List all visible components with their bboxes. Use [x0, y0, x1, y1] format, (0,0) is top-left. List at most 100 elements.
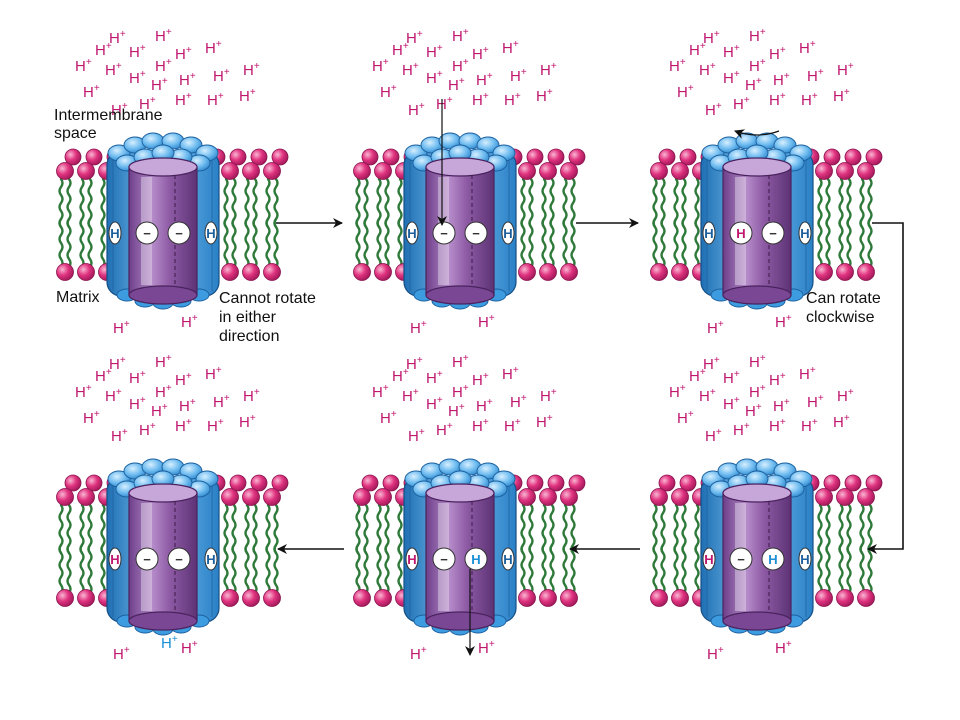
lipid-head	[547, 148, 565, 166]
lipid-tail	[825, 217, 831, 269]
protonated-site: H	[768, 552, 777, 567]
proton-label: H+	[478, 313, 495, 331]
intermembrane-protons: H+H+H+H+H+H+H+H+H+H+H+H+H+H+H+H+H+H+H+H+	[75, 27, 260, 119]
lipid-head	[526, 474, 544, 492]
proton-label: H+	[426, 369, 443, 387]
lipid-head	[526, 148, 544, 166]
binding-site	[761, 547, 785, 571]
proton-label: H+	[689, 41, 706, 59]
proton-label: H+	[380, 83, 397, 101]
lipid-tail	[867, 217, 873, 269]
charged-site: −	[175, 552, 183, 567]
binding-site	[729, 221, 753, 245]
lipid-tail	[87, 543, 93, 595]
rotor-top	[425, 483, 495, 503]
lipid-head	[650, 488, 668, 506]
panel-1: H+H+H+H+H+H+H+H+H+H+H+H+H+H+H+H+H+H+H+H+…	[56, 27, 289, 337]
binding-sites: H−−H	[108, 547, 218, 571]
binding-site	[464, 221, 488, 245]
proton-label: H+	[372, 57, 389, 75]
proton-label: H+	[749, 57, 766, 75]
protonated-site: H	[704, 226, 713, 241]
binding-site	[405, 547, 419, 571]
lipid-tail	[66, 217, 72, 269]
proton-label: H+	[129, 395, 146, 413]
arrow-panel3-to-panel4	[867, 222, 904, 554]
binding-site	[405, 221, 419, 245]
lipid-head	[650, 162, 668, 180]
rotor-bottom	[128, 285, 198, 305]
lipid-head	[650, 589, 668, 607]
rotor-bottom	[722, 611, 792, 631]
proton-label: H+	[111, 427, 128, 445]
lipid-head	[374, 488, 392, 506]
proton-label: H+	[476, 397, 493, 415]
lipid-head	[865, 474, 883, 492]
proton-label: H+	[707, 319, 724, 337]
lipid-head	[374, 263, 392, 281]
proton-label: H+	[536, 87, 553, 105]
lipid-tail	[570, 217, 576, 269]
binding-site	[108, 221, 122, 245]
lipid-head	[77, 488, 95, 506]
proton-label: H+	[775, 313, 792, 331]
proton-label: H+	[807, 393, 824, 411]
lipid-head	[77, 263, 95, 281]
lipid-tail	[363, 217, 369, 269]
lipid-head	[242, 488, 260, 506]
lipid-head	[857, 589, 875, 607]
charged-site: −	[143, 226, 151, 241]
lipid-tail	[694, 543, 700, 595]
proton-label: H+	[243, 387, 260, 405]
lipid-tail	[273, 543, 279, 595]
lipid-tail	[355, 543, 361, 595]
lipid-head	[671, 589, 689, 607]
binding-site	[432, 547, 456, 571]
proton-label: H+	[452, 57, 469, 75]
panel-4: H+H+H+H+H+H+H+H+H+H+H+H+H+H+H+H+H+H+H+H+…	[650, 353, 883, 663]
lipid-head	[518, 162, 536, 180]
lipid-head	[560, 488, 578, 506]
lipid-head	[85, 474, 103, 492]
lipid-tail	[660, 543, 666, 595]
proton-label: H+	[723, 369, 740, 387]
binding-site	[702, 221, 716, 245]
proton-label: H+	[213, 67, 230, 85]
lipid-head	[382, 474, 400, 492]
proton-label: H+	[175, 371, 192, 389]
proton-label: H+	[181, 639, 198, 657]
proton-label: H+	[151, 76, 168, 94]
proton-label: H+	[436, 421, 453, 439]
protonated-site: H	[736, 226, 745, 241]
protonated-site: H	[800, 226, 809, 241]
proton-label: H+	[769, 371, 786, 389]
lipid-head	[56, 263, 74, 281]
proton-label: H+	[502, 365, 519, 383]
proton-label: H+	[510, 393, 527, 411]
lipid-head	[229, 148, 247, 166]
proton-label: H+	[677, 83, 694, 101]
binding-site	[501, 221, 515, 245]
lipid-tail	[562, 217, 568, 269]
protonated-site: H	[407, 226, 416, 241]
protonated-site: H	[206, 226, 215, 241]
proton-label: H+	[749, 27, 766, 45]
proton-label: H+	[689, 367, 706, 385]
proton-label: H+	[745, 402, 762, 420]
proton-label: H+	[801, 91, 818, 109]
protonated-site: H	[110, 552, 119, 567]
lipid-head	[539, 488, 557, 506]
lipid-head	[650, 263, 668, 281]
lipid-head	[77, 162, 95, 180]
proton-label: H+	[472, 371, 489, 389]
lipid-tail	[520, 217, 526, 269]
c-ring-channel: H−−H	[106, 458, 220, 636]
proton-label: H+	[699, 387, 716, 405]
binding-sites: H−−H	[405, 221, 515, 245]
lipid-tail	[273, 217, 279, 269]
proton-label: H+	[837, 387, 854, 405]
proton-label: H+	[111, 101, 128, 119]
